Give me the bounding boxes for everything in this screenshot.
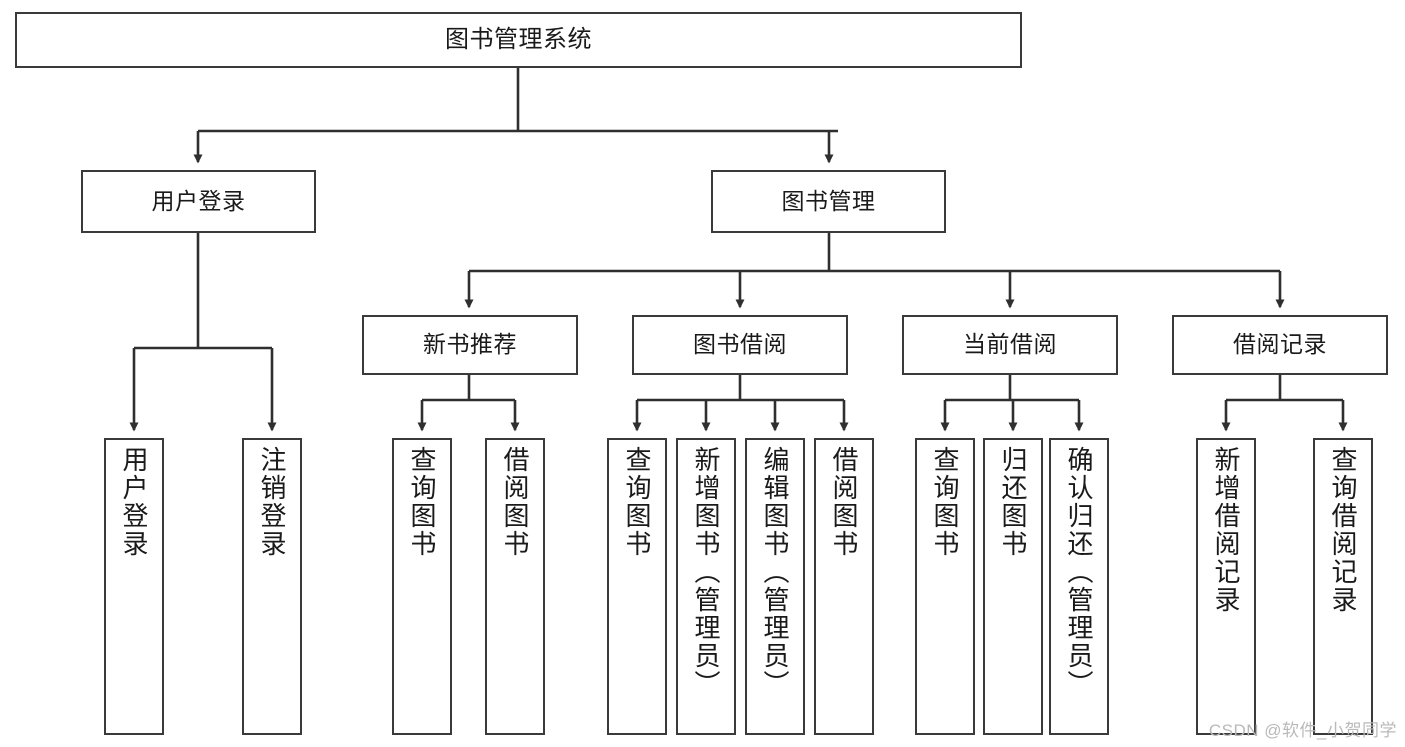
node-current-borrow[interactable]: 当前借阅	[902, 315, 1118, 375]
node-user-login[interactable]: 用户登录	[81, 170, 316, 233]
node-label: 用户登录	[119, 446, 149, 558]
leaf-borrow-book[interactable]: 借阅图书	[814, 438, 874, 735]
node-borrow-record[interactable]: 借阅记录	[1172, 315, 1388, 375]
node-label: 新增借阅记录	[1211, 446, 1241, 614]
node-label: 查询图书	[930, 446, 960, 558]
node-label: 图书借阅	[693, 331, 787, 358]
node-label: 新增图书（管理员）	[691, 446, 721, 698]
node-label: 借阅记录	[1233, 331, 1327, 358]
leaf-query-book[interactable]: 查询图书	[607, 438, 667, 735]
leaf-add-book-admin[interactable]: 新增图书（管理员）	[676, 438, 736, 735]
leaf-borrow-book-recommend[interactable]: 借阅图书	[485, 438, 545, 735]
leaf-confirm-return-admin[interactable]: 确认归还（管理员）	[1049, 438, 1109, 735]
node-label: 图书管理系统	[445, 25, 592, 53]
node-label: 图书管理	[781, 187, 876, 214]
node-book-borrow[interactable]: 图书借阅	[632, 315, 848, 375]
node-label: 确认归还（管理员）	[1064, 446, 1094, 698]
leaf-user-login[interactable]: 用户登录	[104, 438, 164, 735]
watermark-text: CSDN @软件_小贺同学	[1208, 721, 1397, 740]
leaf-query-book-recommend[interactable]: 查询图书	[392, 438, 452, 735]
node-book-management-system[interactable]: 图书管理系统	[15, 12, 1022, 68]
leaf-query-book-current[interactable]: 查询图书	[915, 438, 975, 735]
node-label: 用户登录	[151, 187, 246, 214]
node-label: 借阅图书	[829, 446, 859, 558]
node-label: 注销登录	[257, 446, 287, 558]
node-label: 当前借阅	[963, 331, 1057, 358]
leaf-edit-book-admin[interactable]: 编辑图书（管理员）	[745, 438, 805, 735]
node-label: 归还图书	[998, 446, 1028, 558]
node-new-book-recommend[interactable]: 新书推荐	[362, 315, 578, 375]
leaf-query-borrow-record[interactable]: 查询借阅记录	[1313, 438, 1373, 735]
leaf-add-borrow-record[interactable]: 新增借阅记录	[1196, 438, 1256, 735]
node-label: 借阅图书	[500, 446, 530, 558]
leaf-logout[interactable]: 注销登录	[242, 438, 302, 735]
node-label: 查询借阅记录	[1328, 446, 1358, 614]
node-book-management[interactable]: 图书管理	[711, 170, 946, 233]
node-label: 查询图书	[622, 446, 652, 558]
node-label: 新书推荐	[423, 331, 517, 358]
leaf-return-book[interactable]: 归还图书	[983, 438, 1043, 735]
node-label: 编辑图书（管理员）	[760, 446, 790, 698]
node-label: 查询图书	[407, 446, 437, 558]
